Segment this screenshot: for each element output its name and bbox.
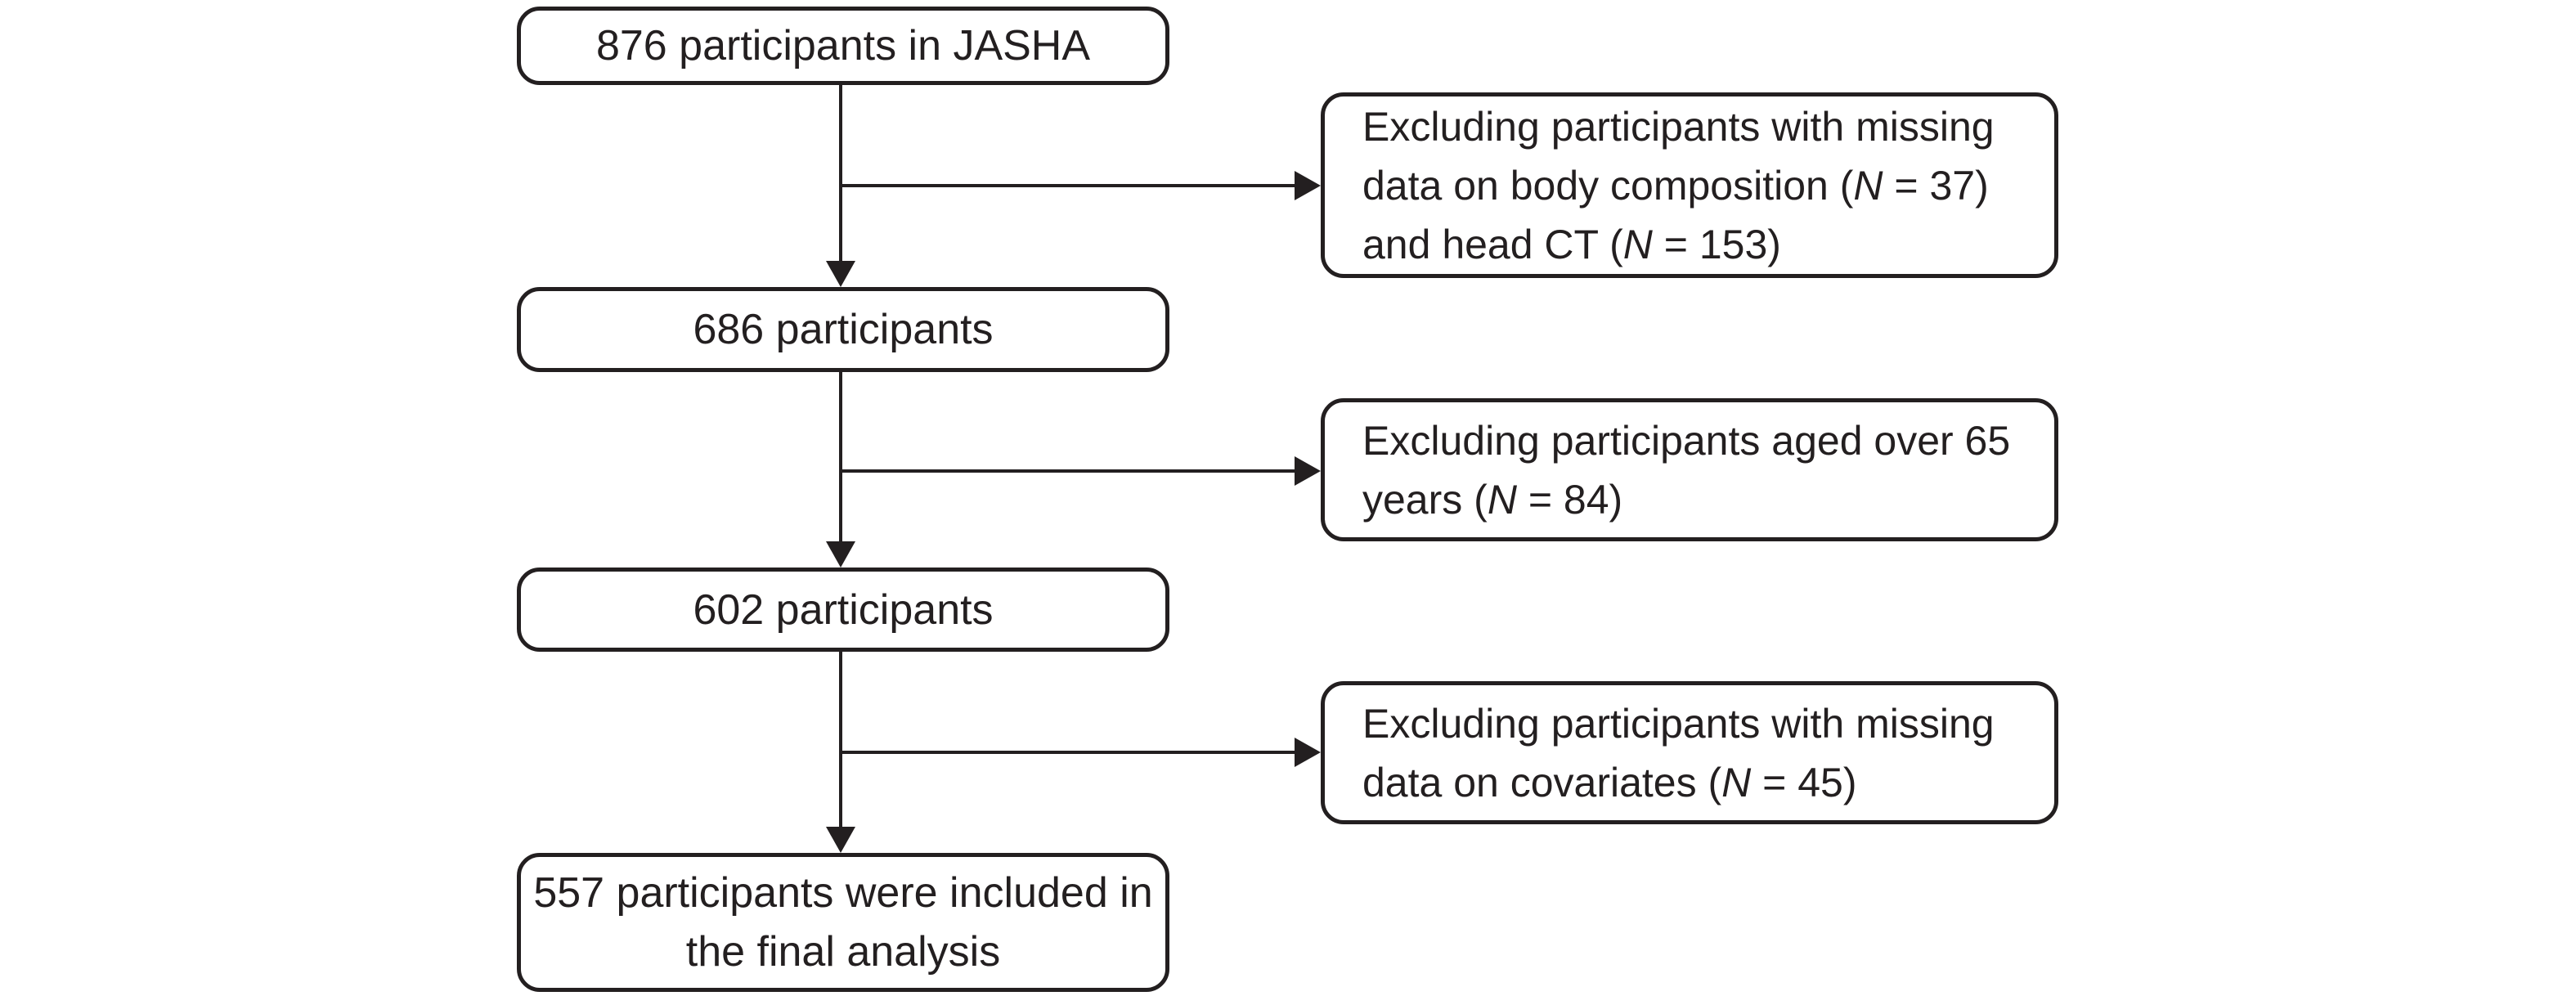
text-segment: data on body composition ( [1362, 162, 1854, 209]
text-line: 602 participants [693, 581, 993, 639]
text-line: Excluding participants with missing [1362, 694, 1995, 753]
arrowhead-right-3 [1295, 738, 1321, 767]
text-segment: and head CT ( [1362, 221, 1623, 267]
text-segment: the final analysis [685, 928, 1001, 976]
text-segment: 876 participants in JASHA [595, 22, 1091, 70]
exclusion-box-3: Excluding participants with missing data … [1321, 681, 2058, 824]
arrowhead-right-2 [1295, 456, 1321, 486]
text-segment: = 37) [1883, 162, 1989, 209]
text-segment: 557 participants were included in [533, 869, 1153, 917]
italic-text-segment: N [1721, 759, 1752, 805]
flow-box-enrolled: 876 participants in JASHA [517, 7, 1169, 85]
italic-text-segment: N [1487, 476, 1517, 523]
exclusion-box-2: Excluding participants aged over 65 years… [1321, 398, 2058, 541]
text-segment: 686 participants [693, 306, 994, 353]
italic-text-segment: N [1853, 162, 1883, 209]
text-line: 557 participants were included in [533, 864, 1152, 922]
text-line: data on covariates (N = 45) [1362, 753, 1857, 812]
text-segment: = 45) [1751, 759, 1857, 805]
text-segment: 602 participants [693, 585, 994, 634]
arrowhead-down-3 [826, 827, 855, 853]
exclusion-box-1: Excluding participants with missing data … [1321, 92, 2058, 278]
arrowhead-right-1 [1295, 171, 1321, 200]
text-segment: data on covariates ( [1362, 759, 1722, 805]
text-segment: years ( [1362, 476, 1488, 523]
arrowhead-down-1 [826, 261, 855, 287]
text-line: and head CT (N = 153) [1362, 215, 1781, 274]
flow-box-final-analysis: 557 participants were included in the fin… [517, 853, 1169, 992]
text-segment: = 84) [1516, 476, 1623, 523]
text-line: 686 participants [693, 300, 993, 359]
flow-box-after-exclusion-1: 686 participants [517, 287, 1169, 372]
italic-text-segment: N [1622, 221, 1653, 267]
text-line: years (N = 84) [1362, 470, 1622, 529]
text-segment: Excluding participants with missing [1362, 700, 1995, 747]
text-segment: = 153) [1652, 221, 1781, 267]
text-line: the final analysis [686, 922, 1000, 981]
text-segment: Excluding participants with missing [1362, 103, 1995, 150]
arrowhead-down-2 [826, 541, 855, 568]
text-segment: Excluding participants aged over 65 [1362, 417, 2011, 464]
text-line: 876 participants in JASHA [596, 16, 1090, 75]
text-line: Excluding participants aged over 65 [1362, 411, 2010, 470]
text-line: Excluding participants with missing [1362, 97, 1995, 156]
text-line: data on body composition (N = 37) [1362, 156, 1989, 215]
flow-box-after-exclusion-2: 602 participants [517, 568, 1169, 652]
